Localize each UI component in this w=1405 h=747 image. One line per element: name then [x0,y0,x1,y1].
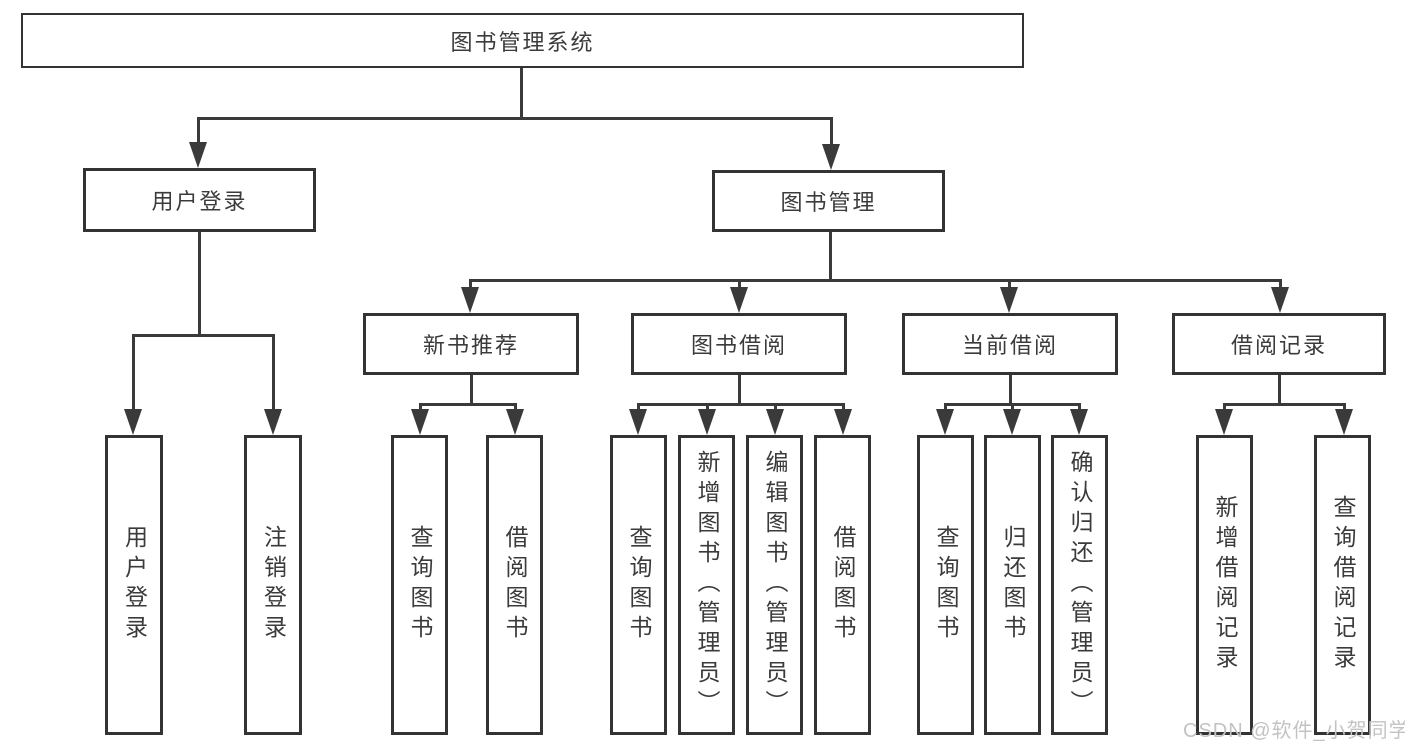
arrowhead-down-icon [1335,409,1353,435]
leaf-borrow-books-1-label: 借阅图书 [502,525,528,645]
leaf-user-login: 用户登录 [105,435,163,735]
arrowhead-down-icon [766,409,784,435]
connector-line [272,334,275,410]
arrowhead-down-icon [1271,287,1289,313]
watermark: CSDN @软件_小贺同学 [1183,720,1405,742]
connector-line [842,403,845,411]
leaf-user-login-label: 用户登录 [121,525,148,645]
arrowhead-down-icon [834,409,852,435]
leaf-query-books-1: 查询图书 [391,435,448,735]
node-borrow-records: 借阅记录 [1172,313,1386,375]
node-book-management-label: 图书管理 [780,190,877,215]
connector-line [774,403,777,411]
connector-line [738,279,741,289]
connector-line [1008,279,1011,289]
node-book-borrow: 图书借阅 [631,313,847,375]
leaf-return-books: 归还图书 [984,435,1041,735]
leaf-borrow-books-2: 借阅图书 [814,435,871,735]
leaf-query-borrow-record: 查询借阅记录 [1314,435,1371,735]
leaf-query-books-3: 查询图书 [917,435,974,735]
arrowhead-down-icon [822,144,840,170]
node-user-login-label: 用户登录 [151,189,248,214]
connector-line [520,68,523,118]
connector-line [1278,375,1281,406]
arrowhead-down-icon [936,409,954,435]
connector-line [1078,403,1081,411]
connector-line [706,403,709,411]
leaf-edit-books-admin: 编辑图书（管理员） [746,435,803,735]
leaf-edit-books-admin-label: 编辑图书（管理员） [762,450,788,720]
connector-line [197,117,200,144]
leaf-confirm-return-admin: 确认归还（管理员） [1051,435,1108,735]
arrowhead-down-icon [124,409,142,435]
leaf-add-books-admin: 新增图书（管理员） [678,435,735,735]
connector-line [830,117,833,146]
node-library-system-label: 图书管理系统 [450,29,595,55]
node-book-borrow-label: 图书借阅 [690,333,787,358]
connector-line [637,403,845,406]
arrowhead-down-icon [1070,409,1088,435]
connector-line [198,232,201,337]
arrowhead-down-icon [1215,409,1233,435]
leaf-logout: 注销登录 [244,435,302,735]
leaf-query-books-2: 查询图书 [610,435,667,735]
connector-line [469,279,472,289]
leaf-add-borrow-record-label: 新增借阅记录 [1212,495,1238,675]
node-user-login: 用户登录 [83,168,316,232]
connector-line [419,403,517,406]
node-current-borrow-label: 当前借阅 [961,333,1058,358]
arrowhead-down-icon [1000,287,1018,313]
connector-line [1223,403,1345,406]
node-current-borrow: 当前借阅 [902,313,1118,375]
leaf-borrow-books-2-label: 借阅图书 [830,525,856,645]
leaf-query-books-2-label: 查询图书 [626,525,652,645]
arrowhead-down-icon [629,409,647,435]
arrowhead-down-icon [1003,409,1021,435]
connector-line [514,403,517,411]
connector-line [1279,279,1282,289]
node-book-management: 图书管理 [712,170,945,232]
arrowhead-down-icon [506,409,524,435]
arrowhead-down-icon [698,409,716,435]
node-new-book-recommend: 新书推荐 [363,313,579,375]
leaf-query-books-3-label: 查询图书 [933,525,959,645]
connector-line [419,403,422,411]
connector-line [197,117,832,120]
connector-line [637,403,640,411]
connector-line [132,334,275,337]
leaf-add-borrow-record: 新增借阅记录 [1196,435,1253,735]
connector-line [1009,375,1012,406]
connector-line [944,403,947,411]
leaf-query-books-1-label: 查询图书 [407,525,433,645]
arrowhead-down-icon [189,142,207,168]
node-library-system: 图书管理系统 [21,13,1024,68]
leaf-confirm-return-admin-label: 确认归还（管理员） [1067,450,1093,720]
node-borrow-records-label: 借阅记录 [1230,333,1327,358]
connector-line [1011,403,1014,411]
connector-line [829,232,832,282]
connector-line [738,375,741,406]
arrowhead-down-icon [411,409,429,435]
arrowhead-down-icon [264,409,282,435]
leaf-query-borrow-record-label: 查询借阅记录 [1330,495,1356,675]
connector-line [470,375,473,406]
leaf-add-books-admin-label: 新增图书（管理员） [694,450,720,720]
connector-line [469,279,1282,282]
leaf-logout-label: 注销登录 [260,525,287,645]
connector-line [132,334,135,410]
leaf-return-books-label: 归还图书 [1000,525,1026,645]
leaf-borrow-books-1: 借阅图书 [486,435,543,735]
arrowhead-down-icon [461,287,479,313]
connector-line [1343,403,1346,411]
connector-line [1223,403,1226,411]
arrowhead-down-icon [730,287,748,313]
node-new-book-recommend-label: 新书推荐 [422,333,519,358]
